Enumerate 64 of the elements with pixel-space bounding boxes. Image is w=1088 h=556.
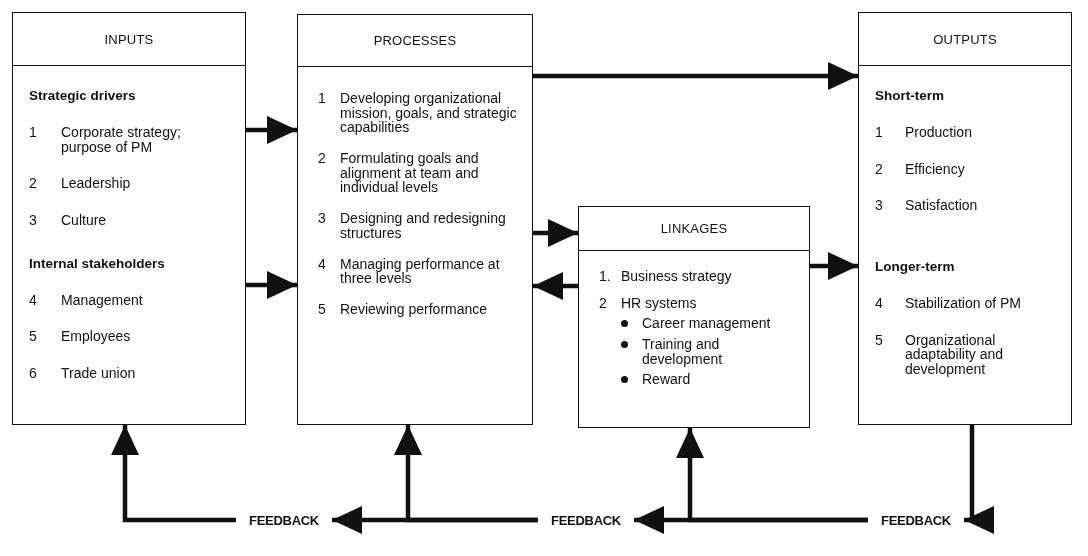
arrow — [676, 428, 868, 523]
item-number: 1 — [875, 125, 884, 140]
list-item: Designing and redesigning structures — [340, 211, 507, 241]
list-item: Formulating goals and alignment at team and individual levels — [340, 151, 480, 196]
list-item: Managing performance at three levels — [340, 256, 501, 286]
list-item: Business strategy — [621, 269, 733, 284]
list-item: Developing organizational mission, goals, and strategic capabilities — [340, 91, 518, 136]
list-item: Management — [61, 292, 144, 308]
feedback-label: FEEDBACK — [236, 508, 332, 532]
arrow — [533, 272, 578, 300]
item-number: 3 — [875, 198, 884, 214]
item-number: 3 — [318, 211, 327, 226]
section-heading: Longer-term — [875, 259, 956, 275]
list-item: HR systems — [621, 295, 698, 311]
list-item: Employees — [61, 329, 132, 345]
list-item: Reward — [642, 372, 692, 388]
list-item: Culture — [61, 213, 108, 228]
item-number: 2 — [875, 161, 884, 177]
item-number: 5 — [29, 329, 38, 345]
panel-heading: OUTPUTS — [859, 13, 1071, 66]
feedback-label: FEEDBACK — [868, 508, 964, 532]
panel-box — [578, 206, 810, 428]
list-item: Organizational adaptability and development — [905, 332, 1005, 377]
list-item: Leadership — [61, 176, 132, 192]
item-number: 5 — [318, 301, 327, 317]
item-number: 3 — [29, 213, 38, 228]
item-number: 5 — [875, 332, 884, 348]
section-heading: Strategic drivers — [29, 88, 137, 103]
panel-box — [858, 12, 1072, 425]
feedback-label: FEEDBACK — [538, 508, 634, 532]
arrow — [246, 116, 297, 144]
arrow — [111, 425, 236, 523]
arrow — [533, 219, 578, 247]
list-item: Reviewing performance — [340, 301, 489, 317]
item-number: 4 — [29, 292, 38, 308]
item-number: 4 — [318, 256, 327, 272]
list-item: Corporate strategy; purpose of PM — [61, 125, 182, 155]
item-number: 1 — [29, 125, 38, 140]
arrow — [810, 252, 858, 280]
panel-heading: INPUTS — [13, 13, 245, 66]
arrow — [964, 425, 994, 534]
list-item: Stabilization of PM — [905, 296, 1022, 311]
list-item: Trade union — [61, 366, 137, 381]
item-number: 6 — [29, 366, 38, 381]
list-item: Career management — [642, 316, 772, 332]
item-number: 1. — [599, 269, 612, 284]
item-number: 4 — [875, 296, 884, 311]
panel-heading: PROCESSES — [298, 15, 532, 67]
item-number: 2 — [318, 151, 327, 166]
list-item: Satisfaction — [905, 198, 979, 214]
panel-box — [297, 14, 533, 425]
item-number: 1 — [318, 91, 327, 106]
list-item: Production — [905, 125, 973, 140]
arrow — [533, 62, 858, 90]
arrow — [246, 271, 297, 299]
section-heading: Internal stakeholders — [29, 255, 166, 271]
list-item: Training and development — [642, 337, 724, 367]
item-number: 2 — [29, 176, 38, 192]
panel-box — [12, 12, 246, 425]
list-item: Efficiency — [905, 161, 966, 177]
section-heading: Short-term — [875, 88, 945, 103]
item-number: 2 — [599, 295, 608, 311]
arrow — [394, 425, 538, 523]
panel-heading: LINKAGES — [579, 207, 809, 251]
